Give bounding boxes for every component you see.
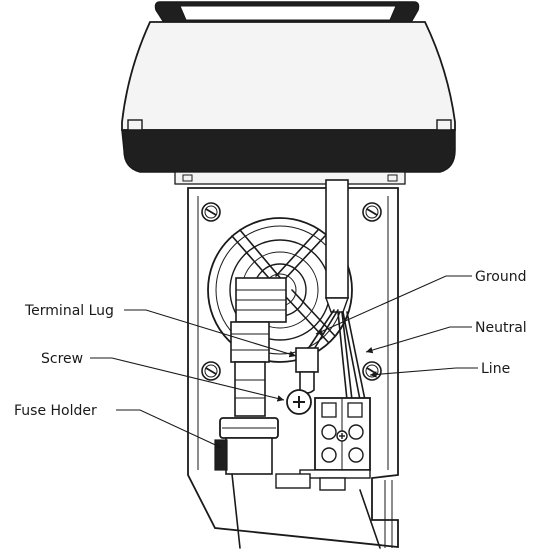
leader-ground [315,275,472,335]
lamp-housing [121,1,456,185]
leader-terminal-lug [124,309,297,358]
fuse-holder-assembly [214,277,287,475]
leader-screw [90,357,285,402]
label-fuse-holder: Fuse Holder [14,403,97,419]
housing-dome [121,21,456,131]
mounting-screw-top-right [362,202,382,222]
housing-rim [121,129,456,173]
label-ground: Ground [475,269,527,285]
housing-collar [174,171,406,185]
label-line: Line [481,361,510,377]
mounting-screw-bottom-right [362,361,382,381]
cable-sleeve [325,179,349,313]
ground-screw [286,389,312,415]
lower-bracket [231,473,393,549]
callout-leaders [90,275,478,449]
label-terminal-lug: Terminal Lug [24,303,114,319]
leader-neutral [365,326,472,354]
wires [305,309,366,401]
mounting-plate [187,187,399,548]
housing-top-window [179,5,397,21]
fan-rings [207,217,353,363]
leader-fuse-holder [116,409,223,449]
leader-line [369,367,478,378]
mounting-screw-top-left [201,202,221,222]
label-neutral: Neutral [475,320,527,336]
callout-labels: Ground Terminal Lug Neutral Screw Line F… [14,269,527,419]
label-screw: Screw [41,351,83,367]
mounting-screw-bottom-left [201,361,221,381]
terminal-block [275,397,371,491]
terminal-lug [295,347,319,394]
